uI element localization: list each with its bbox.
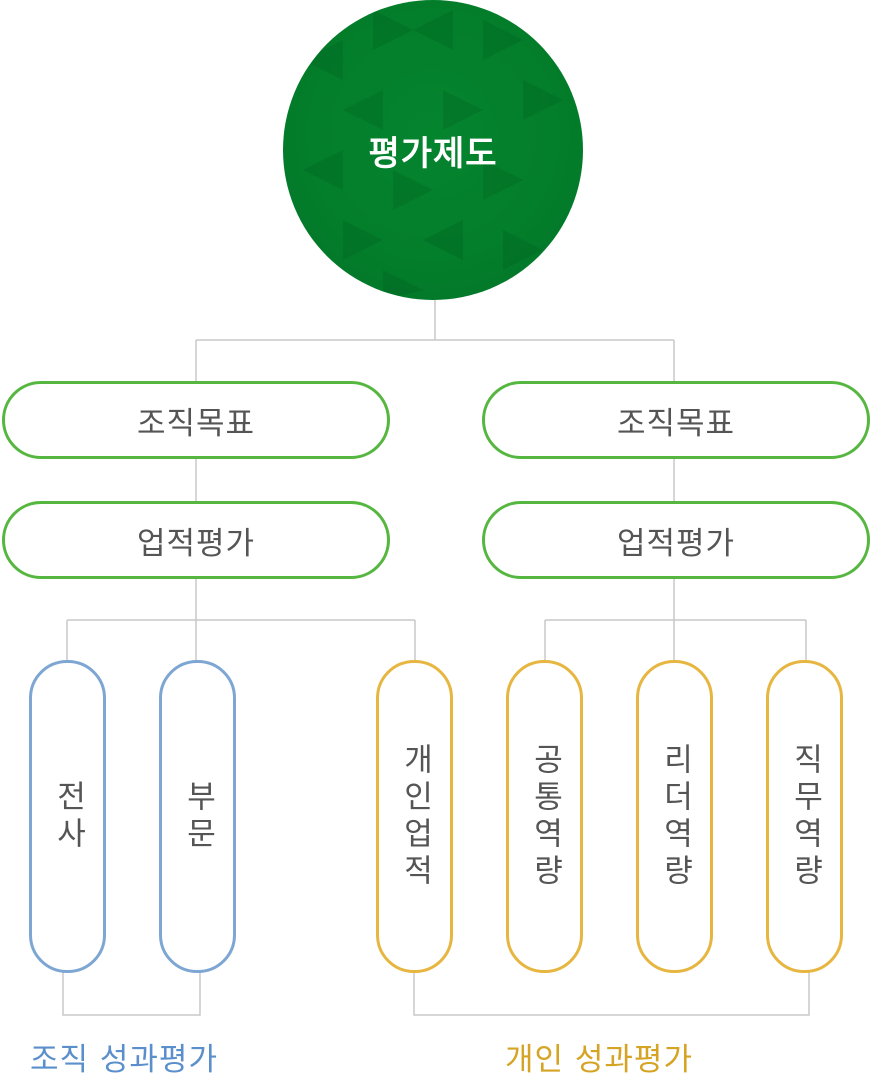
leaf-node-individual-performance: 개인업적 [376,660,453,973]
root-label: 평가제도 [368,133,498,174]
right-goal-node: 조직목표 [482,381,870,459]
leaf-label: 개인업적 [397,742,433,891]
leaf-node-leader-competency: 리더역량 [636,660,713,973]
leaf-label: 직무역량 [787,742,823,891]
right-eval-node: 업적평가 [482,501,870,579]
leaf-node-job-competency: 직무역량 [766,660,843,973]
root-pattern [303,10,563,300]
leaf-node-company: 전사 [29,660,106,973]
group-label-individual: 개인 성과평가 [505,1042,693,1078]
leaf-label: 공통역량 [527,742,563,891]
group-label-org: 조직 성과평가 [30,1042,218,1078]
left-eval-node: 업적평가 [2,501,390,579]
leaf-node-division: 부문 [159,660,236,973]
leaf-label: 부문 [180,779,216,854]
root-node: 평가제도 [283,0,583,300]
leaf-label: 리더역량 [657,742,693,891]
left-goal-node: 조직목표 [2,381,390,459]
leaf-label: 전사 [50,779,86,854]
leaf-node-common-competency: 공통역량 [506,660,583,973]
